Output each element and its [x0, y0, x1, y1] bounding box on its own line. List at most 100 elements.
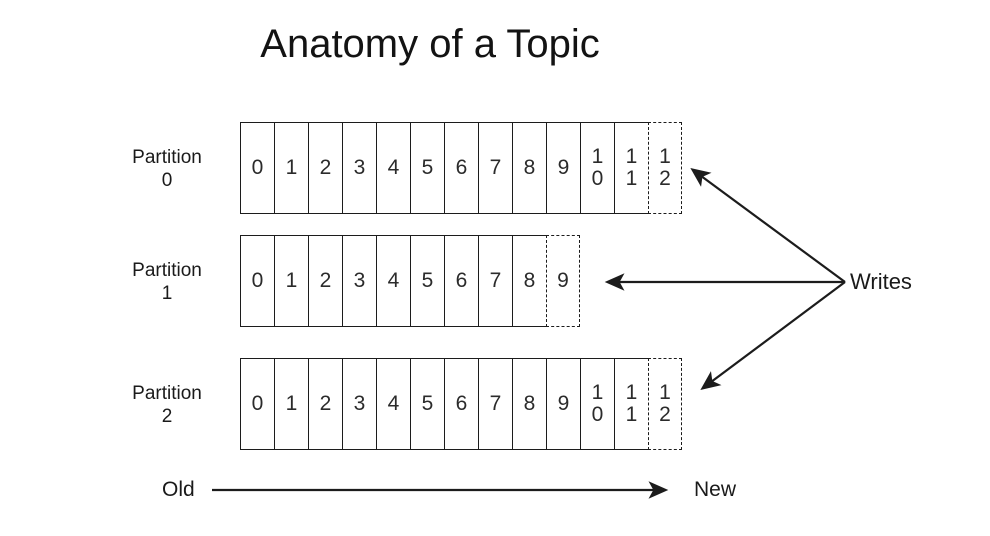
log-cell-offset: 8 — [524, 270, 536, 292]
log-cell-offset: 5 — [422, 157, 434, 179]
log-cell-offset: 0 — [252, 270, 264, 292]
log-cell-offset: 0 — [252, 393, 264, 415]
log-cell: 5 — [410, 235, 444, 327]
partition-label-line2: 1 — [161, 283, 173, 304]
offset-digit: 1 — [285, 156, 298, 179]
log-cell: 7 — [478, 235, 512, 327]
log-cell-offset: 9 — [558, 393, 570, 415]
offset-digit: 8 — [523, 156, 536, 179]
log-cell: 3 — [342, 358, 376, 450]
offset-digit: 1 — [625, 167, 638, 190]
log-cell: 2 — [308, 358, 342, 450]
offset-digit: 1 — [625, 403, 638, 426]
log-cell-offset: 3 — [354, 270, 366, 292]
log-cell: 7 — [478, 358, 512, 450]
log-cell: 6 — [444, 235, 478, 327]
log-cell-offset: 7 — [490, 157, 502, 179]
offset-digit: 4 — [387, 392, 400, 415]
log-cell: 8 — [512, 358, 546, 450]
log-cell-offset: 0 — [252, 157, 264, 179]
offset-digit: 1 — [625, 145, 638, 168]
log-cell-offset: 1 — [286, 270, 298, 292]
offset-digit: 8 — [523, 392, 536, 415]
offset-digit: 0 — [251, 156, 264, 179]
log-cell-offset: 7 — [490, 270, 502, 292]
log-cell-offset: 5 — [422, 270, 434, 292]
offset-digit: 7 — [489, 156, 502, 179]
log-cell-pending: 9 — [546, 235, 580, 327]
log-cell: 1 — [274, 235, 308, 327]
log-cell: 8 — [512, 235, 546, 327]
log-cell-offset: 4 — [388, 393, 400, 415]
log-cell: 3 — [342, 235, 376, 327]
log-cell: 0 — [240, 122, 274, 214]
log-cell-offset: 1 — [286, 157, 298, 179]
write-arrow-partition-2 — [700, 281, 846, 390]
log-cell-offset: 3 — [354, 157, 366, 179]
log-cell: 2 — [308, 235, 342, 327]
log-cell: 0 — [240, 358, 274, 450]
log-cell: 4 — [376, 358, 410, 450]
write-arrow-partition-0 — [690, 168, 846, 283]
offset-digit: 3 — [353, 392, 366, 415]
log-cell-offset: 6 — [456, 157, 468, 179]
offset-digit: 3 — [353, 156, 366, 179]
offset-digit: 9 — [557, 156, 570, 179]
partition-label-line1: Partition — [132, 383, 202, 404]
offset-digit: 6 — [455, 269, 468, 292]
offset-digit: 3 — [353, 269, 366, 292]
offset-digit: 1 — [659, 381, 671, 404]
log-cell-offset: 2 — [320, 270, 332, 292]
offset-digit: 2 — [659, 403, 671, 426]
log-cell-offset: 2 — [320, 393, 332, 415]
log-cell-offset: 4 — [388, 270, 400, 292]
offset-digit: 2 — [319, 392, 332, 415]
log-cell: 8 — [512, 122, 546, 214]
offset-digit: 8 — [523, 269, 536, 292]
log-cell: 6 — [444, 122, 478, 214]
log-cell-offset: 9 — [557, 270, 569, 292]
timeline-arrow — [212, 481, 669, 499]
timeline-new-label: New — [694, 478, 737, 501]
offset-digit: 6 — [455, 392, 468, 415]
log-cell: 9 — [546, 122, 580, 214]
log-cell-offset: 8 — [524, 157, 536, 179]
log-cell-offset: 8 — [524, 393, 536, 415]
offset-digit: 9 — [557, 269, 569, 292]
writes-arrows — [604, 168, 846, 390]
log-cell-offset: 4 — [388, 157, 400, 179]
log-cell-offset: 6 — [456, 393, 468, 415]
offset-digit: 0 — [251, 392, 264, 415]
offset-digit: 6 — [455, 156, 468, 179]
partition-label-line1: Partition — [132, 260, 202, 281]
offset-digit: 5 — [421, 392, 434, 415]
offset-digit: 1 — [591, 145, 604, 168]
offset-digit: 1 — [285, 392, 298, 415]
offset-digit: 4 — [387, 269, 400, 292]
log-cell: 4 — [376, 122, 410, 214]
log-cell-offset: 9 — [558, 157, 570, 179]
offset-digit: 1 — [285, 269, 298, 292]
log-cell-offset: 7 — [490, 393, 502, 415]
log-cell: 5 — [410, 358, 444, 450]
offset-digit: 1 — [591, 381, 604, 404]
log-cell: 3 — [342, 122, 376, 214]
offset-digit: 5 — [421, 156, 434, 179]
offset-digit: 5 — [421, 269, 434, 292]
log-cell: 1 — [274, 122, 308, 214]
